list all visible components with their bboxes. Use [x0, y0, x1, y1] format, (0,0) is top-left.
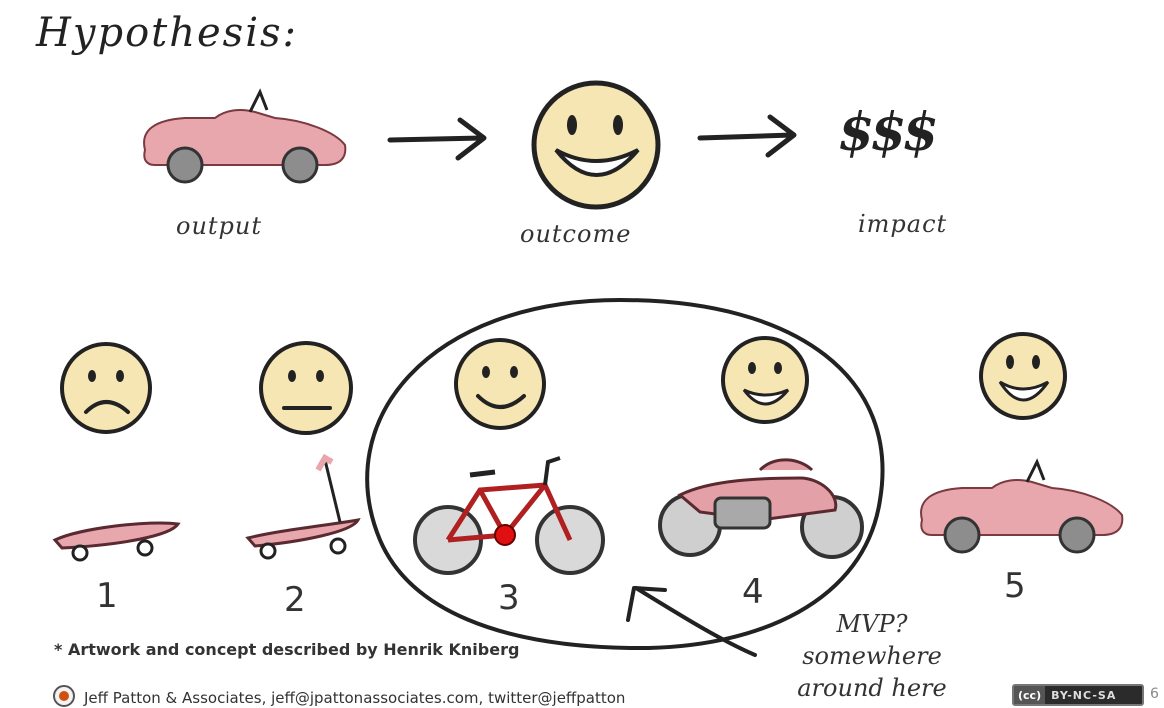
output-car-icon — [142, 90, 347, 184]
outcome-happy-face-icon — [531, 80, 661, 210]
output-label: output — [176, 212, 263, 240]
neutral-face-icon — [259, 341, 353, 435]
happy-face-icon — [721, 336, 809, 424]
footnote: * Artwork and concept described by Henri… — [54, 640, 520, 659]
impact-label: impact — [858, 210, 948, 238]
iteration-number-1: 1 — [96, 576, 118, 616]
impact-dollars: $$$ — [838, 102, 939, 163]
arrow-right-icon — [387, 117, 487, 161]
iteration-number-4: 4 — [742, 572, 764, 612]
sad-face-icon — [60, 342, 152, 434]
car-icon — [919, 460, 1124, 554]
mvp-pointer-arrow-icon — [626, 586, 757, 657]
mvp-note-line: around here — [797, 674, 947, 702]
skateboard-icon — [52, 521, 181, 562]
iteration-number-5: 5 — [1004, 566, 1026, 606]
mvp-note-line: MVP? — [836, 610, 908, 638]
license-text: BY-NC-SA — [1051, 688, 1117, 702]
arrow-right-icon — [697, 114, 797, 158]
diagram-title: Hypothesis: — [36, 10, 298, 56]
motorcycle-icon — [658, 458, 864, 559]
mvp-circle — [365, 297, 885, 651]
outcome-label: outcome — [520, 220, 632, 248]
scooter-icon — [245, 453, 361, 560]
credit-line: Jeff Patton & Associates, jeff@jpattonas… — [84, 689, 626, 707]
mvp-note: MVP? somewhere around here — [772, 608, 972, 704]
license-badge: (cc) BY-NC-SA — [1012, 684, 1144, 706]
very-happy-face-icon — [979, 332, 1067, 420]
company-logo-icon — [53, 685, 75, 707]
bicycle-icon — [413, 456, 605, 575]
cc-icon: (cc) — [1014, 686, 1046, 704]
mvp-note-line: somewhere — [802, 642, 942, 670]
slight-smile-face-icon — [454, 338, 546, 430]
iteration-number-2: 2 — [284, 580, 306, 620]
iteration-number-3: 3 — [498, 578, 520, 618]
page-number: 6 — [1150, 686, 1159, 702]
